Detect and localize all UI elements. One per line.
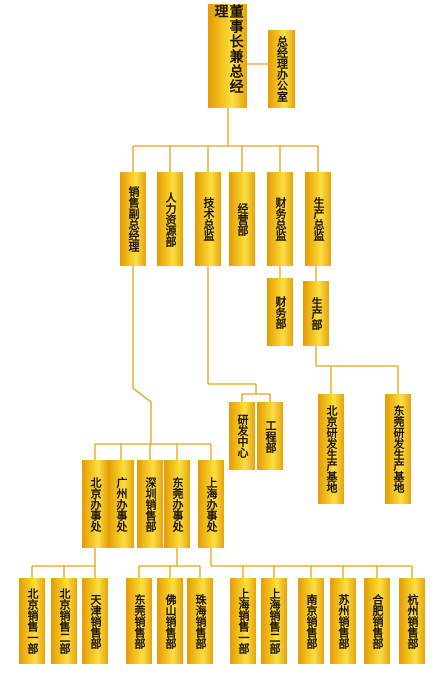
node-sales-vp: 销售副总经理 [120,172,146,266]
node-nj-sales: 南京销售部 [298,578,324,664]
node-chairman: 董事长兼总经理 [208,4,247,108]
node-finance-director: 财务总监 [267,172,293,266]
node-hz-sales: 杭州销售部 [399,578,425,664]
node-dg-rd-base: 东莞研发生产基地 [385,394,411,504]
node-gz-office: 广州办事处 [108,460,134,548]
node-engineering: 工程部 [257,402,283,470]
node-zh-sales: 珠海销售部 [187,578,213,664]
node-sh-sales1: 上海销售一部 [230,578,256,664]
node-hr: 人力资源部 [157,172,183,266]
node-bj-sales2: 北京销售二部 [51,578,77,664]
node-fs-sales: 佛山销售部 [157,578,183,664]
node-su-sales: 苏州销售部 [330,578,356,664]
node-sh-sales2: 上海销售二部 [261,578,287,664]
node-business: 经营部 [229,172,255,266]
node-production-director: 生产总监 [305,172,331,266]
node-tech-director: 技术总监 [195,172,221,266]
node-tj-sales: 天津销售部 [82,578,108,664]
node-sh-office: 上海办事处 [198,460,224,548]
node-bj-sales1: 北京销售一部 [19,578,45,664]
node-gm-office: 总经理办公室 [268,30,295,108]
node-rd-center: 研发中心 [229,402,255,470]
node-bj-office: 北京办事处 [82,460,108,548]
node-dg-office: 东莞办事处 [164,460,190,548]
node-dg-sales: 东莞销售部 [126,578,152,664]
node-production-dept: 生产部 [303,281,329,346]
node-sz-sales: 深圳销售部 [137,460,163,548]
node-finance-dept: 财务部 [267,278,293,346]
node-bj-rd-base: 北京研发生产基地 [318,394,344,504]
node-hf-sales: 合肥销售部 [364,578,390,664]
